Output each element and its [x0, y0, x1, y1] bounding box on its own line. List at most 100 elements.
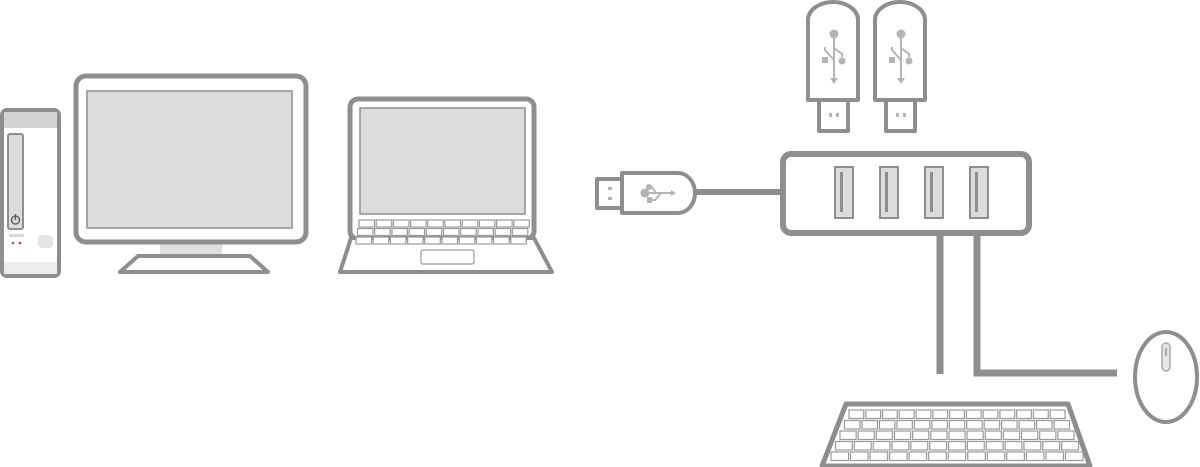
key — [410, 219, 427, 228]
key — [375, 219, 393, 228]
key — [1061, 440, 1080, 451]
key — [391, 227, 408, 237]
key — [861, 419, 879, 430]
key — [1057, 430, 1075, 441]
key — [441, 236, 459, 245]
key — [425, 227, 443, 237]
key — [358, 219, 376, 228]
key — [965, 409, 982, 420]
key — [848, 409, 865, 420]
key — [834, 440, 853, 451]
key — [830, 451, 850, 462]
usb-port — [879, 166, 899, 219]
key — [875, 430, 894, 441]
key — [853, 440, 872, 451]
key — [478, 219, 496, 228]
key — [984, 430, 1002, 441]
usb-port — [969, 166, 989, 219]
usb-port — [924, 166, 944, 219]
key — [510, 236, 527, 245]
key — [869, 451, 889, 462]
key — [1035, 419, 1053, 430]
key — [982, 409, 999, 420]
key — [929, 440, 948, 451]
key — [878, 419, 896, 430]
key — [1039, 430, 1057, 441]
key — [896, 419, 913, 430]
key — [949, 409, 965, 420]
key — [1049, 409, 1066, 420]
usb-port — [834, 166, 854, 219]
key — [511, 227, 529, 237]
key — [1006, 451, 1025, 462]
key — [427, 219, 444, 228]
key — [372, 236, 390, 245]
keyboard-icon — [819, 401, 1093, 467]
key — [839, 430, 857, 441]
key — [910, 440, 929, 451]
key — [999, 409, 1016, 420]
key — [983, 419, 1001, 430]
key — [460, 227, 477, 237]
key — [1016, 409, 1033, 420]
usb-plug-icon — [595, 171, 784, 215]
key — [986, 451, 1006, 462]
key — [392, 219, 410, 228]
key — [1042, 440, 1061, 451]
key — [444, 219, 462, 228]
key — [930, 430, 948, 441]
monitor-icon — [73, 73, 309, 274]
key — [355, 236, 373, 245]
key — [1004, 440, 1023, 451]
key — [1045, 451, 1065, 462]
key — [1020, 430, 1039, 441]
key — [893, 430, 912, 441]
key — [494, 227, 512, 237]
key — [356, 227, 374, 237]
key — [408, 227, 426, 237]
key — [477, 227, 494, 237]
key — [458, 236, 476, 245]
key — [898, 409, 915, 420]
key — [849, 451, 869, 462]
key — [496, 219, 513, 228]
key — [872, 440, 891, 451]
key — [493, 236, 510, 245]
key — [891, 440, 910, 451]
key — [915, 409, 932, 420]
key — [1018, 419, 1036, 430]
key — [513, 219, 530, 228]
key — [932, 409, 949, 420]
key — [948, 430, 966, 441]
key — [843, 419, 861, 430]
key — [912, 430, 930, 441]
key — [881, 409, 898, 420]
key — [947, 440, 967, 451]
pc-tower-icon — [0, 108, 61, 278]
key — [928, 451, 947, 462]
key — [389, 236, 407, 245]
key — [948, 419, 966, 430]
key — [865, 409, 882, 420]
usb-flash-drive-icon — [806, 0, 860, 133]
key — [475, 236, 493, 245]
key — [913, 419, 931, 430]
key — [931, 419, 948, 430]
key — [967, 451, 986, 462]
key — [442, 227, 460, 237]
key — [985, 440, 1004, 451]
key — [424, 236, 441, 245]
mouse-icon — [1133, 330, 1199, 424]
key — [1053, 419, 1071, 430]
usb-hub-icon — [780, 151, 1117, 377]
key — [374, 227, 391, 237]
key — [889, 451, 908, 462]
key — [947, 451, 967, 462]
key — [1002, 430, 1021, 441]
key — [966, 430, 984, 441]
usb-flash-drive-icon — [873, 0, 927, 133]
key — [1064, 451, 1084, 462]
key — [857, 430, 875, 441]
key — [407, 236, 424, 245]
